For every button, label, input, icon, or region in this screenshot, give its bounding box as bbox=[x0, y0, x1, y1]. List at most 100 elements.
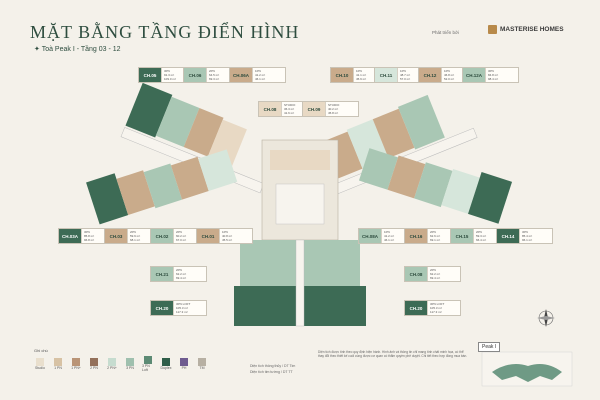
unit-area-a: 64.5 m² bbox=[209, 73, 220, 77]
brand-name: MASTERISE HOMES bbox=[500, 26, 564, 33]
unit-code: CH.08A bbox=[359, 229, 381, 243]
legend-item: 1 PN+ bbox=[70, 358, 82, 370]
lift-lobby bbox=[275, 183, 325, 225]
unit-code: CH.20 bbox=[405, 301, 427, 315]
legend-swatch bbox=[144, 356, 152, 364]
unit-code: CH.14 bbox=[497, 229, 519, 243]
unit-type: STUDIO bbox=[328, 103, 340, 107]
legend-swatch bbox=[90, 358, 98, 366]
unit-code: CH.16 bbox=[405, 229, 427, 243]
unit-ch01b-shape bbox=[198, 149, 238, 192]
key-plan-label: Peak I bbox=[478, 342, 501, 352]
unit-ch21-shape bbox=[240, 240, 296, 286]
unit-code: CH.15 bbox=[451, 229, 473, 243]
unit-area-a: 60.2 m² bbox=[176, 234, 187, 238]
unit-area-a: 91.3 m² bbox=[164, 73, 175, 77]
legend-text: 2 PN+ bbox=[107, 366, 117, 370]
legend-swatch bbox=[36, 358, 44, 366]
unit-code: CH.03A bbox=[59, 229, 81, 243]
bullet-icon: ✦ bbox=[34, 46, 42, 53]
unit-type: 3PN bbox=[84, 230, 90, 234]
legend-swatch bbox=[126, 358, 134, 366]
unit-code: CH.06 bbox=[184, 68, 206, 82]
unit-area-b: 69.4 m² bbox=[176, 276, 187, 280]
unit-area-a: 59.3 m² bbox=[476, 234, 487, 238]
unit-area-b: 109.0 m² bbox=[164, 77, 176, 81]
page-title: MẶT BẰNG TẦNG ĐIỂN HÌNH bbox=[30, 22, 300, 42]
unit-ch06a-shape bbox=[183, 108, 224, 157]
unit-type: 2PN bbox=[476, 230, 482, 234]
legend-item: TM bbox=[196, 358, 208, 370]
unit-area-b: 96.8 m² bbox=[84, 238, 95, 242]
left-lower-wing bbox=[86, 149, 238, 225]
legend-text: PH bbox=[181, 366, 187, 370]
unit-ch20-right-shape bbox=[304, 286, 366, 326]
brand-mark-icon bbox=[488, 25, 497, 34]
note-dt-tim: Diện tích thông thủy / DT Tim bbox=[250, 364, 296, 368]
unit-area-a: 62.2 m² bbox=[430, 272, 441, 276]
unit-code: CH.20 bbox=[151, 301, 173, 315]
unit-area-b: 69.3 m² bbox=[209, 77, 220, 81]
unit-area-a: 85.8 m² bbox=[84, 234, 95, 238]
unit-ch14-shape bbox=[468, 171, 513, 224]
unit-ch05-shape bbox=[125, 82, 173, 138]
unit-ch12-shape bbox=[372, 108, 415, 159]
unit-type: 3PN bbox=[522, 230, 528, 234]
unit-ch02-shape bbox=[143, 163, 183, 209]
legend-text: 3 PN bbox=[126, 366, 134, 370]
unit-code: CH.09 bbox=[303, 102, 325, 116]
unit-code: CH.12A bbox=[463, 68, 485, 82]
legend-swatch bbox=[54, 358, 62, 366]
unit-area-b: 69.4 m² bbox=[430, 276, 441, 280]
unit-type: 3PN LOFT bbox=[176, 302, 191, 306]
unit-area-b: 52.0 m² bbox=[444, 77, 455, 81]
unit-ch15b-shape bbox=[441, 169, 480, 214]
unit-code: CH.05 bbox=[139, 68, 161, 82]
unit-area-b: 68.1 m² bbox=[130, 238, 141, 242]
legend-item: 3 PN bbox=[124, 358, 136, 370]
legend-text: 2 PN bbox=[90, 366, 98, 370]
unit-type: 3PN bbox=[164, 69, 170, 73]
unit-type: 2PN bbox=[209, 69, 215, 73]
unit-area-b: 96.1 m² bbox=[522, 238, 533, 242]
legend-item: PH bbox=[178, 358, 190, 370]
unit-core-top bbox=[270, 150, 330, 170]
unit-type: 2PN bbox=[430, 268, 436, 272]
compass-icon bbox=[537, 309, 555, 327]
unit-type: 1PN bbox=[400, 69, 406, 73]
unit-ch03a-shape bbox=[86, 173, 129, 225]
unit-area-b: 45.5 m² bbox=[222, 238, 233, 242]
legend-swatch bbox=[72, 358, 80, 366]
unit-area-b: 46.1 m² bbox=[255, 77, 266, 81]
unit-ch20-left-shape bbox=[234, 286, 296, 326]
unit-area-b: 46.1 m² bbox=[384, 238, 395, 242]
unit-area-a: 46.8 m² bbox=[444, 73, 455, 77]
brand-logo: MASTERISE HOMES bbox=[488, 25, 564, 34]
